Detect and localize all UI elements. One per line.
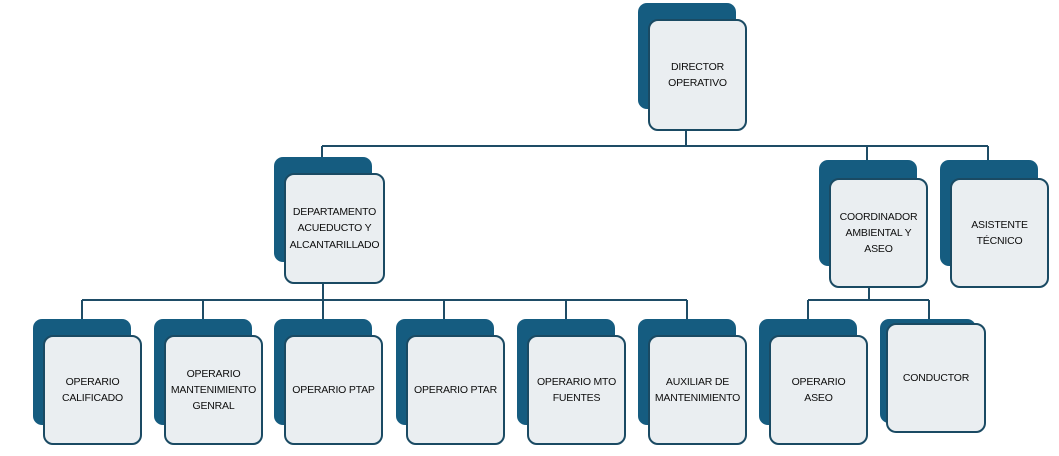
node-label: CONDUCTOR bbox=[886, 323, 986, 433]
node-label: OPERARIO MTO FUENTES bbox=[527, 335, 626, 445]
node-label: COORDINADOR AMBIENTAL Y ASEO bbox=[829, 178, 928, 288]
node-label: OPERARIO PTAR bbox=[406, 335, 505, 445]
node-label: ASISTENTE TÉCNICO bbox=[950, 178, 1049, 288]
node-label: DIRECTOR OPERATIVO bbox=[648, 19, 747, 131]
node-label: OPERARIO ASEO bbox=[769, 335, 868, 445]
node-label: OPERARIO PTAP bbox=[284, 335, 383, 445]
node-label: OPERARIO MANTENIMIENTO GENRAL bbox=[164, 335, 263, 445]
node-label: DEPARTAMENTO ACUEDUCTO Y ALCANTARILLADO bbox=[284, 173, 385, 284]
node-label: AUXILIAR DE MANTENIMIENTO bbox=[648, 335, 747, 445]
node-label: OPERARIO CALIFICADO bbox=[43, 335, 142, 445]
